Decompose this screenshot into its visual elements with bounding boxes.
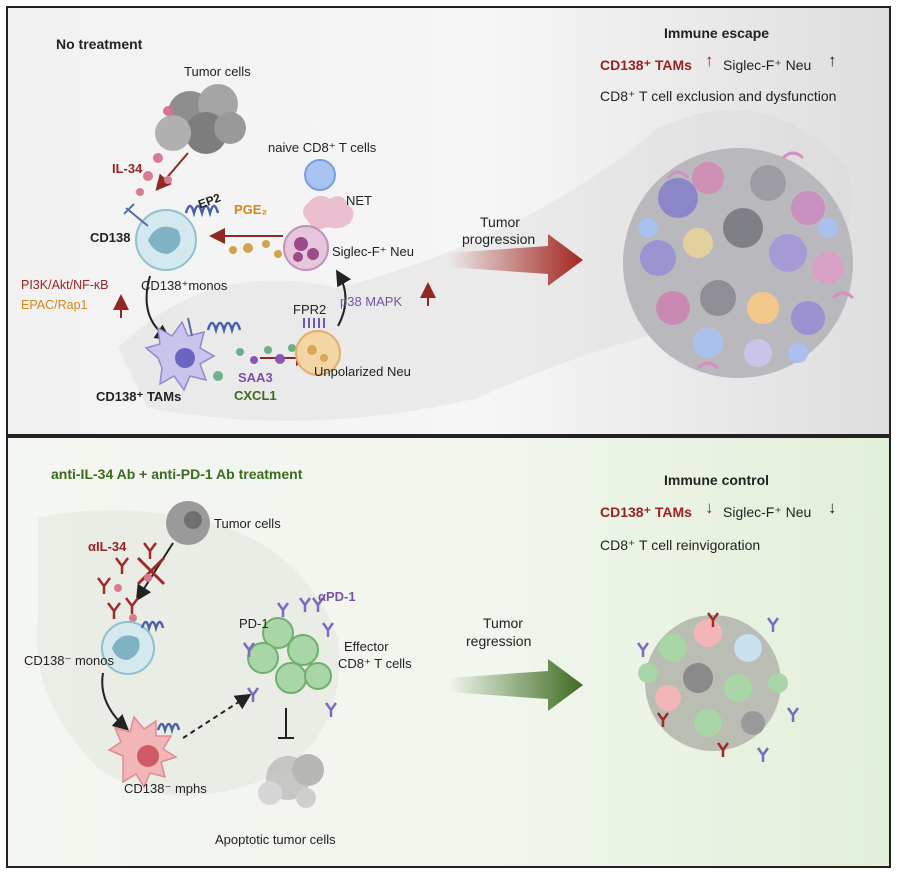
mono-to-mph-arrow <box>101 672 129 731</box>
immune-control-title: Immune control <box>664 472 770 488</box>
il34-blocked-arrow <box>135 542 174 602</box>
blocked-cross-icon <box>136 556 166 586</box>
il34-arrow <box>155 152 189 192</box>
apoptotic-label: Apoptotic tumor cells <box>215 832 336 847</box>
treatment-heading: anti-IL-34 Ab + anti-PD-1 Ab treatment <box>51 466 303 482</box>
no-treatment-heading: No treatment <box>56 36 143 52</box>
unpolarized-neu-label: Unpolarized Neu <box>314 364 411 379</box>
tumor-pd1-antibodies <box>636 617 800 762</box>
pd1-label: PD-1 <box>239 616 269 631</box>
cd138-monocyte <box>123 203 220 271</box>
apoptotic-tumor-cells <box>258 754 324 808</box>
cd138-neg-monocyte <box>101 620 165 675</box>
tumor-regression-label-2: regression <box>466 633 532 649</box>
siglec-neu-label: Siglec-F⁺ Neu <box>332 244 414 259</box>
siglec-neutrophil <box>283 195 354 271</box>
treatment-panel: anti-IL-34 Ab + anti-PD-1 Ab treatment T… <box>6 436 891 868</box>
immune-escape-title: Immune escape <box>664 25 770 41</box>
il34-label: IL-34 <box>112 161 143 176</box>
tumor-il34-antibodies <box>656 612 730 757</box>
tumor-cells-label-lower: Tumor cells <box>214 516 281 531</box>
tumor-mass-control <box>638 615 788 751</box>
cxcl1-label: CXCL1 <box>234 388 277 403</box>
anti-pd1-label: αPD-1 <box>318 589 356 604</box>
tumor-progression-label-2: progression <box>462 231 536 247</box>
tumor-progression-label-1: Tumor <box>480 214 520 230</box>
control-tams-down-arrow: ↓ <box>705 498 714 517</box>
tumor-cell <box>166 501 210 545</box>
naive-cd8-label: naive CD8⁺ T cells <box>268 140 377 155</box>
saa3-cxcl1-particles <box>236 344 296 364</box>
anti-pd1-antibodies <box>242 597 338 717</box>
tumor-cells-cluster <box>155 84 246 154</box>
control-tams-label: CD138⁺ TAMs <box>600 504 692 520</box>
inhibition-bar <box>278 708 294 739</box>
saa3-label: SAA3 <box>238 370 273 385</box>
escape-neu-up-arrow: ↑ <box>828 51 837 70</box>
tumor-cells-label: Tumor cells <box>184 64 251 79</box>
cd138-receptor-label: CD138 <box>90 230 131 245</box>
anti-il34-antibodies <box>97 542 157 619</box>
epac-label: EPAC/Rap1 <box>21 298 88 312</box>
effector-label-1: Effector <box>344 639 389 654</box>
cd138-neg-monos-label: CD138⁻ monos <box>24 653 114 668</box>
cd138-monos-label: CD138⁺monos <box>141 278 228 293</box>
p38-mapk-label: p38 MAPK <box>340 294 403 309</box>
control-neu-label: Siglec-F⁺ Neu <box>723 504 812 520</box>
control-neu-down-arrow: ↓ <box>828 498 837 517</box>
tumor-mass-escape <box>623 148 855 378</box>
cd138-tam <box>144 317 242 392</box>
net-label: NET <box>346 193 372 208</box>
escape-neu-label: Siglec-F⁺ Neu <box>723 57 812 73</box>
escape-tams-up-arrow: ↑ <box>705 51 714 70</box>
cd138-tams-label: CD138⁺ TAMs <box>96 389 182 404</box>
cd138-neg-mphs-label: CD138⁻ mphs <box>124 781 207 796</box>
tumor-regression-arrow <box>448 659 583 711</box>
il34-particles <box>136 153 172 196</box>
escape-tcell-label: CD8⁺ T cell exclusion and dysfunction <box>600 88 837 104</box>
escape-tams-label: CD138⁺ TAMs <box>600 57 692 73</box>
mph-to-tcell-dashed-arrow <box>182 693 252 739</box>
pge2-label: PGE₂ <box>234 202 268 217</box>
anti-il34-label: αIL-34 <box>88 539 127 554</box>
no-treatment-illustration <box>113 84 855 421</box>
cd138-neg-macrophage <box>107 715 181 789</box>
treatment-illustration <box>36 501 800 808</box>
control-tcell-label: CD8⁺ T cell reinvigoration <box>600 537 761 553</box>
unpolarized-neutrophil <box>295 318 341 376</box>
neu-polarization-arrow <box>335 269 352 327</box>
il34-particles-lower <box>114 574 152 622</box>
tumor-progression-arrow <box>448 234 583 286</box>
pge2-particles <box>229 240 282 258</box>
naive-cd8-t-cell <box>304 159 336 191</box>
effector-cd8-t-cells <box>247 617 332 694</box>
effector-label-2: CD8⁺ T cells <box>338 656 412 671</box>
fpr2-label: FPR2 <box>293 302 327 317</box>
tumor-regression-label-1: Tumor <box>483 615 523 631</box>
no-treatment-panel: No treatment Tumor cells IL-34 EP2 PGE₂ … <box>6 6 891 436</box>
pi3k-label: PI3K/Akt/NF-κB <box>21 278 109 292</box>
